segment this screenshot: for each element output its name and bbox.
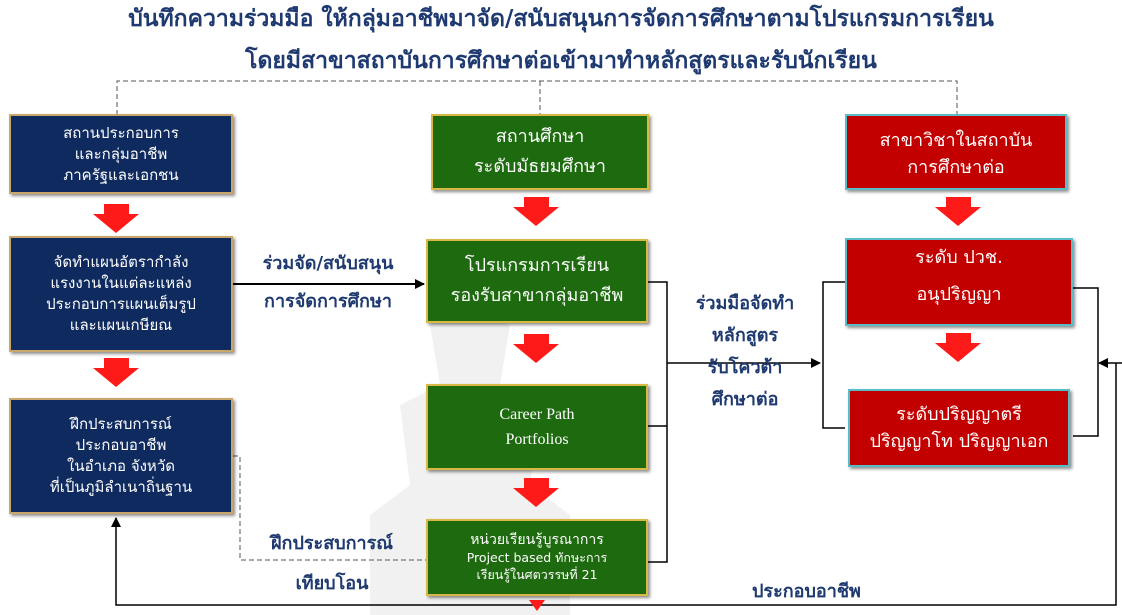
red-arrow-small-icon bbox=[529, 600, 545, 611]
red-arrow-icon bbox=[513, 478, 559, 507]
dashed-training bbox=[233, 455, 430, 561]
label-training: ฝึกประสบการณ์ เทียบโอน bbox=[271, 533, 393, 594]
box-degree: ระดับปริญญาตรีปริญญาโท ปริญญาเอก bbox=[848, 389, 1070, 467]
box-program: โปรแกรมการเรียนรองรับสาขากลุ่มอาชีพ bbox=[426, 239, 648, 323]
title-line-1: บันทึกความร่วมมือ ให้กลุ่มอาชีพมาจัด/สนั… bbox=[128, 6, 994, 32]
box-school: สถานศึกษาระดับมัธยมศึกษา bbox=[431, 114, 649, 190]
red-arrow-icon bbox=[93, 204, 139, 233]
label-co-curriculum: ร่วมมือจัดทำ หลักสูตร รับโควต้า ศึกษาต่อ bbox=[695, 293, 795, 410]
red-arrows bbox=[93, 197, 981, 611]
red-arrow-icon bbox=[935, 333, 981, 362]
dashed-bracket bbox=[116, 80, 958, 115]
red-arrow-icon bbox=[935, 197, 981, 226]
box-enterprise: สถานประกอบการและกลุ่มอาชีพภาครัฐและเอกชน bbox=[9, 114, 233, 194]
label-co-organize: ร่วมจัด/สนับสนุน การจัดการศึกษา bbox=[262, 253, 394, 312]
red-arrow-icon bbox=[513, 334, 559, 363]
box-workforce-plan: จัดทำแผนอัตรากำลังแรงงานในแต่ละแหล่งประก… bbox=[9, 236, 233, 352]
red-arrow-icon bbox=[93, 358, 139, 387]
box-vocational: ระดับ ปวช.อนุปริญญา bbox=[845, 238, 1073, 326]
red-arrow-icon bbox=[513, 197, 559, 226]
label-occupation: ประกอบอาชีพ bbox=[752, 581, 861, 602]
bracket-to-higher-ed bbox=[648, 281, 845, 563]
box-institution: สาขาวิชาในสถาบันการศึกษาต่อ bbox=[845, 114, 1067, 190]
box-career-experience: ฝึกประสบการณ์ประกอบอาชีพในอำเภอ จังหวัดท… bbox=[9, 398, 233, 514]
feedback-loop bbox=[111, 287, 1122, 606]
title-line-2: โดยมีสาขาสถาบันการศึกษาต่อเข้ามาทำหลักสู… bbox=[245, 48, 877, 74]
